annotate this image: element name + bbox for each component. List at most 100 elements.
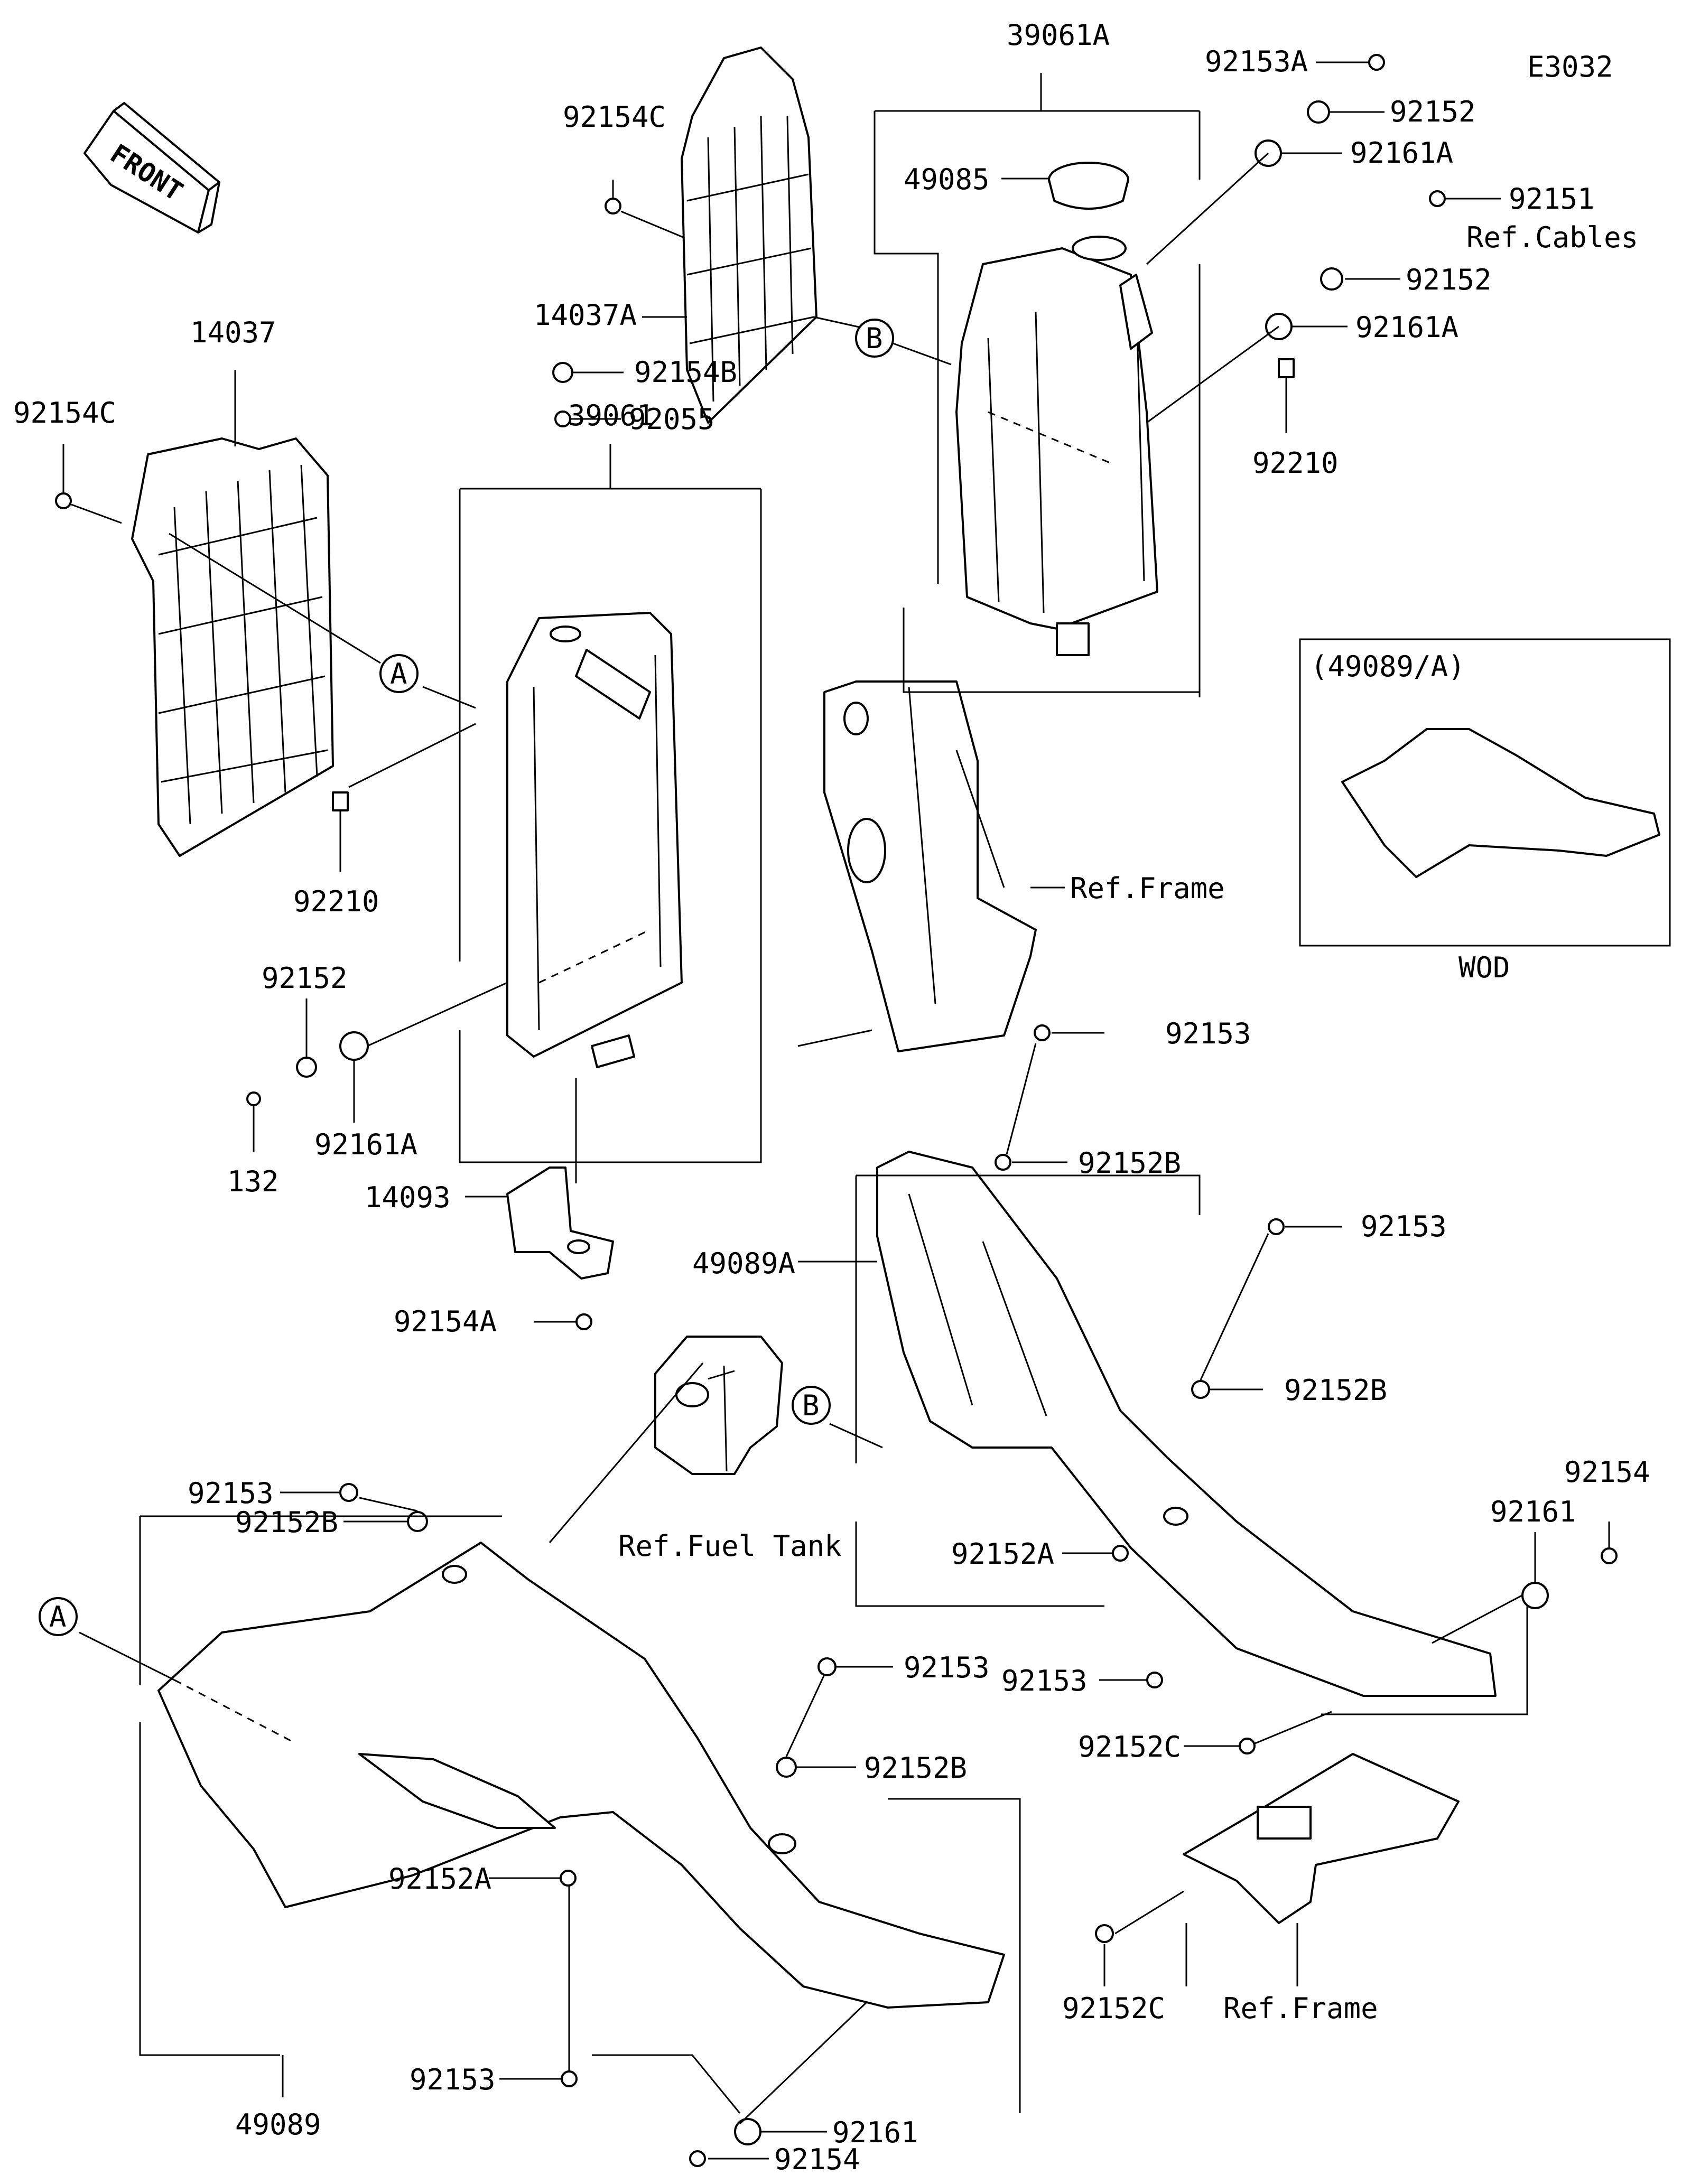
callout-a-upper: A <box>379 654 419 693</box>
diagram-code: E3032 <box>1527 50 1613 83</box>
label-92154-bottom: 92154 <box>774 2143 860 2176</box>
grommet-92152a-mid-icon <box>1112 1545 1129 1562</box>
grommet-92152a-low-icon <box>560 1870 577 1887</box>
label-92154-r: 92154 <box>1564 1455 1650 1489</box>
bolt-92154-bottom-icon <box>689 2150 706 2167</box>
label-92055: 92055 <box>629 403 715 436</box>
label-92153-r: 92153 <box>1361 1210 1447 1243</box>
label-ref-frame-lower: Ref.Frame <box>1223 1992 1378 2025</box>
frame-reference-upper <box>823 680 1037 1052</box>
label-92153-left: 92153 <box>188 1477 274 1510</box>
label-ref-frame-upper: Ref.Frame <box>1070 872 1225 905</box>
label-132: 132 <box>227 1165 279 1198</box>
label-14093: 14093 <box>365 1181 451 1214</box>
shroud-49089a <box>876 1151 1497 1697</box>
bolt-92153-mid-icon <box>1034 1024 1051 1041</box>
label-92152b-r: 92152B <box>1284 1374 1387 1407</box>
label-92210-right: 92210 <box>1252 446 1339 480</box>
callout-b-upper-label: B <box>866 322 883 355</box>
bolt-92153-shroud-icon <box>817 1657 837 1676</box>
label-49089: 49089 <box>235 2108 321 2141</box>
label-92151: 92151 <box>1509 182 1595 216</box>
callout-b-lower-label: B <box>802 1389 820 1422</box>
callout-a-upper-label: A <box>390 657 407 690</box>
label-92153-bottom: 92153 <box>410 2063 496 2096</box>
label-49085: 49085 <box>904 163 990 196</box>
bolt-92154-r-icon <box>1601 1547 1618 1564</box>
bolt-132-icon <box>246 1091 261 1106</box>
label-92152-mid: 92152 <box>1406 263 1492 296</box>
grommet-92152b-shroud-icon <box>776 1757 797 1778</box>
label-92154a: 92154A <box>394 1305 497 1338</box>
label-92152c-low: 92152C <box>1062 1992 1165 2025</box>
collar-92152-left-icon <box>296 1057 317 1078</box>
wod-inset-title: (49089/A) <box>1311 650 1465 683</box>
grommet-92152-top-icon <box>1307 100 1330 124</box>
label-92152a-mid: 92152A <box>951 1537 1054 1571</box>
label-14037a: 14037A <box>534 298 637 332</box>
collar-92152c-mid-icon <box>1239 1738 1256 1754</box>
label-14037: 14037 <box>190 316 276 349</box>
clip-92210-right-icon <box>1278 358 1295 378</box>
label-92152c-mid: 92152C <box>1078 1730 1181 1763</box>
grommet-92161a-left-icon <box>339 1031 369 1061</box>
grommet-92152-mid-icon <box>1320 267 1343 291</box>
label-92154c-top: 92154C <box>563 100 666 134</box>
label-92152b-shroud: 92152B <box>864 1751 967 1785</box>
bolt-92153-left-icon <box>339 1483 358 1502</box>
bolt-92151-icon <box>1429 190 1446 207</box>
leader-lines <box>62 61 1610 2160</box>
plug-92154b-icon <box>552 362 573 383</box>
label-92152b-left: 92152B <box>235 1506 338 1539</box>
part-labels: 39061A 92153A 92152 92161A 92151 Ref.Cab… <box>13 18 1650 2176</box>
grommet-92161-bottom-icon <box>734 2118 761 2145</box>
washer-92055-icon <box>554 410 571 427</box>
bolt-92154c-left-icon <box>55 492 72 509</box>
label-92161a-top: 92161A <box>1350 136 1453 170</box>
frame-reference-lower <box>1183 1753 1460 1924</box>
label-92161a-mid: 92161A <box>1355 311 1458 344</box>
radiator-cap-49085 <box>1048 162 1129 210</box>
radiator-39061 <box>506 612 683 1068</box>
label-92152-left: 92152 <box>262 962 348 995</box>
label-92153-mid: 92153 <box>1165 1017 1251 1050</box>
hose-guard-14093 <box>506 1166 614 1280</box>
clip-92210-left-icon <box>332 791 349 811</box>
label-39061a: 39061A <box>1007 18 1110 52</box>
label-92161-bottom: 92161 <box>832 2116 918 2149</box>
label-ref-fuel-tank: Ref.Fuel Tank <box>618 1529 842 1563</box>
label-92154b: 92154B <box>634 356 737 389</box>
callout-a-lower-label: A <box>49 1600 67 1634</box>
wod-inset-caption: WOD <box>1458 951 1510 984</box>
radiator-guard-14037a <box>681 46 817 424</box>
wod-inset: (49089/A) WOD <box>1299 638 1671 984</box>
callout-a-lower: A <box>39 1597 78 1636</box>
label-92152b-mid: 92152B <box>1078 1146 1181 1180</box>
bolt-92153-r-icon <box>1268 1218 1285 1235</box>
label-92153-shroud: 92153 <box>904 1651 990 1684</box>
bolt-92154c-top-icon <box>605 198 621 214</box>
label-92161a-left: 92161A <box>314 1128 417 1161</box>
grommet-92152b-left-icon <box>407 1511 428 1532</box>
grommet-92152b-mid-icon <box>995 1154 1011 1171</box>
bolt-92153-low-icon <box>1146 1672 1163 1688</box>
label-ref-cables: Ref.Cables <box>1466 221 1638 254</box>
callout-b-upper: B <box>855 319 894 358</box>
callout-b-lower: B <box>792 1386 831 1425</box>
front-arrow-icon: FRONT <box>83 102 220 234</box>
fastener-icons <box>55 54 1618 2167</box>
radiator-guard-14037 <box>131 437 334 857</box>
collar-92152c-low-icon <box>1095 1924 1114 1943</box>
label-92153a: 92153A <box>1205 45 1308 78</box>
grommet-92152b-r-icon <box>1191 1380 1210 1399</box>
label-39061: 39061 <box>568 399 654 432</box>
side-cover-49089 <box>157 1542 1005 2009</box>
bolt-92153a-icon <box>1368 54 1385 71</box>
label-92154c-left: 92154C <box>13 396 116 430</box>
grommet-92161-r-icon <box>1521 1582 1549 1609</box>
label-92210-left: 92210 <box>293 885 379 918</box>
group-brackets <box>139 73 1528 2114</box>
fuel-tank-reference <box>654 1336 783 1475</box>
label-92161-r: 92161 <box>1490 1495 1576 1528</box>
